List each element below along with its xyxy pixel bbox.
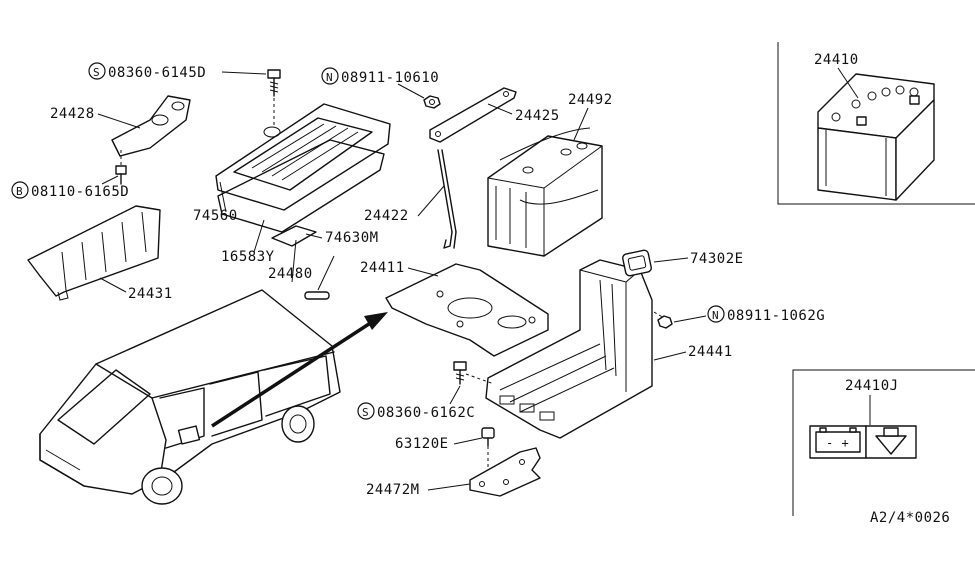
clamp-24428 bbox=[111, 95, 191, 157]
bolt-08360-6162C bbox=[453, 361, 495, 385]
prefix-circle-S2: S bbox=[357, 402, 375, 420]
battery-24410 bbox=[817, 73, 935, 201]
label-63120E: 63120E bbox=[395, 436, 449, 452]
label-24480: 24480 bbox=[268, 266, 313, 282]
label-74302E: 74302E bbox=[690, 251, 744, 267]
bolt-08360-6145D bbox=[267, 69, 281, 128]
down-arrow-icon bbox=[865, 425, 917, 459]
diagram-code: A2/4*0026 bbox=[870, 510, 950, 526]
plate-24411 bbox=[385, 263, 549, 357]
bracket-24472M bbox=[469, 447, 541, 497]
location-arrow bbox=[211, 312, 388, 428]
tag-24480 bbox=[304, 291, 330, 300]
label-74560: 74560 bbox=[193, 208, 238, 224]
label-08360-6162C: 08360-6162C bbox=[377, 405, 475, 421]
nut-08911-10610 bbox=[423, 95, 441, 109]
van-illustration bbox=[39, 289, 341, 505]
label-24422: 24422 bbox=[364, 208, 409, 224]
label-08360-6145D: 08360-6145D bbox=[108, 65, 206, 81]
svg-text:B: B bbox=[16, 185, 23, 198]
label-08911-10610: 08911-10610 bbox=[341, 70, 439, 86]
label-08911-1062G: 08911-1062G bbox=[727, 308, 825, 324]
prefix-circle-N2: N bbox=[707, 305, 725, 323]
inset-battery-frame bbox=[777, 42, 975, 205]
svg-text:N: N bbox=[326, 71, 333, 84]
rod-24422 bbox=[437, 149, 457, 249]
inset-label-frame bbox=[792, 369, 975, 516]
label-24425: 24425 bbox=[515, 108, 560, 124]
label-24492: 24492 bbox=[568, 92, 613, 108]
label-24428: 24428 bbox=[50, 106, 95, 122]
tray-24441 bbox=[485, 259, 653, 439]
label-24431: 24431 bbox=[128, 286, 173, 302]
nut-08911-1062G bbox=[653, 311, 673, 329]
svg-text:S: S bbox=[362, 406, 369, 419]
label-08110-6165D: 08110-6165D bbox=[31, 184, 129, 200]
bracket-24425 bbox=[429, 87, 517, 143]
battery-cover-frame bbox=[217, 139, 385, 233]
battery-icon: - + bbox=[809, 425, 867, 459]
battery-cover-74560 bbox=[215, 103, 391, 211]
label-16583Y: 16583Y bbox=[221, 249, 275, 265]
bolt-08110-6165D bbox=[115, 150, 127, 185]
clip-63120E bbox=[481, 427, 495, 470]
label-24411: 24411 bbox=[360, 260, 405, 276]
label-24410J: 24410J bbox=[845, 378, 899, 394]
svg-text:N: N bbox=[712, 309, 719, 322]
cover-24431 bbox=[27, 205, 161, 301]
svg-text:S: S bbox=[93, 66, 100, 79]
label-74630M: 74630M bbox=[325, 230, 379, 246]
label-24472M: 24472M bbox=[366, 482, 420, 498]
prefix-circle-S1: S bbox=[88, 62, 106, 80]
label-24410: 24410 bbox=[814, 52, 859, 68]
svg-text:- +: - + bbox=[826, 436, 849, 450]
prefix-circle-B: B bbox=[11, 181, 29, 199]
battery-assy-24492 bbox=[487, 127, 603, 257]
grommet-74302E bbox=[622, 249, 652, 277]
prefix-circle-N1: N bbox=[321, 67, 339, 85]
pad-16583Y bbox=[271, 225, 317, 247]
label-24441: 24441 bbox=[688, 344, 733, 360]
